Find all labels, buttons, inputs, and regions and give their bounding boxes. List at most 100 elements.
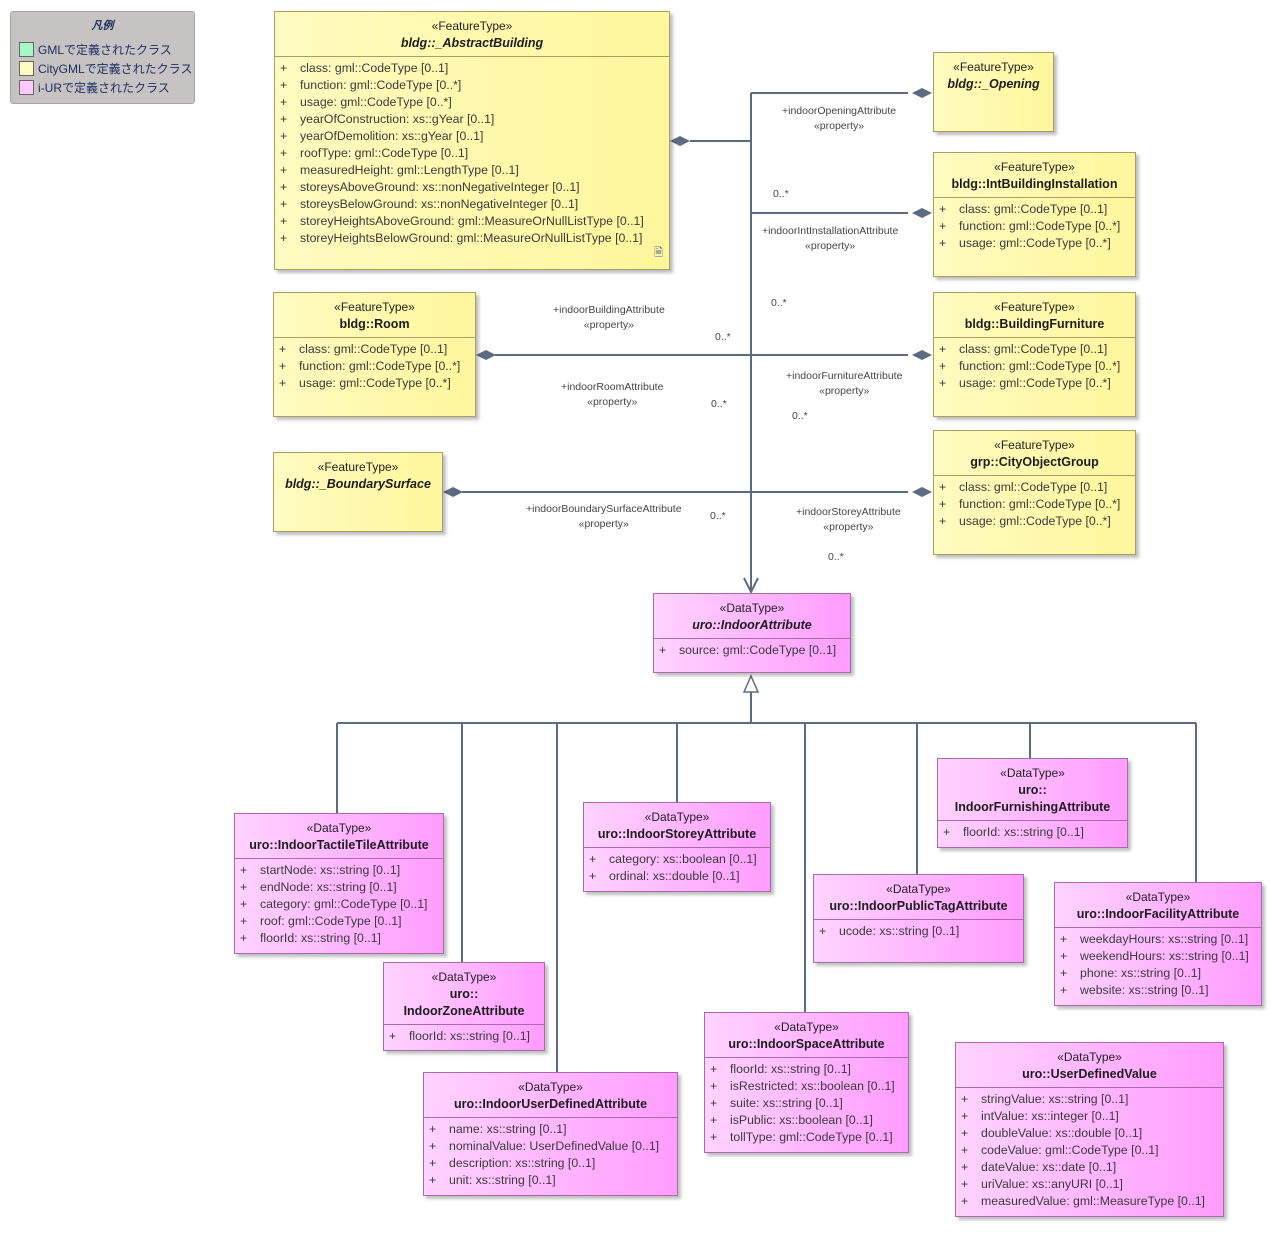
attribute-row: +category: gml::CodeType [0..1] — [239, 896, 439, 913]
attribute-row: +floorId: xs::string [0..1] — [239, 930, 439, 947]
class-indoor-attribute[interactable]: «DataType» uro::IndoorAttribute +source:… — [653, 593, 851, 673]
class-indoor-space-attribute[interactable]: «DataType» uro::IndoorSpaceAttribute +fl… — [704, 1012, 909, 1153]
class-room[interactable]: «FeatureType» bldg::Room +class: gml::Co… — [273, 292, 476, 417]
attribute-row: +yearOfConstruction: xs::gYear [0..1] — [279, 111, 665, 128]
attribute-row: +source: gml::CodeType [0..1] — [658, 642, 846, 659]
class-name: bldg::_AbstractBuilding — [400, 36, 544, 50]
attribute-text: weekendHours: xs::string [0..1] — [1080, 949, 1249, 963]
visibility-marker: + — [280, 180, 288, 194]
composition-diamond — [912, 350, 932, 360]
attribute-row: +class: gml::CodeType [0..1] — [279, 60, 665, 77]
class-boundary-surface[interactable]: «FeatureType» bldg::_BoundarySurface — [273, 452, 443, 532]
visibility-marker: + — [961, 1143, 969, 1157]
attribute-text: function: gml::CodeType [0..*] — [959, 219, 1121, 233]
class-name: uro::IndoorAttribute — [692, 618, 812, 632]
attribute-row: +stringValue: xs::string [0..1] — [960, 1091, 1219, 1108]
class-abstract-building[interactable]: «FeatureType» bldg::_AbstractBuilding +c… — [274, 11, 670, 270]
association-label-furniture: +indoorFurnitureAttribute «property» — [786, 369, 902, 399]
class-name: uro::UserDefinedValue — [1022, 1067, 1157, 1081]
legend-label: CityGMLで定義されたクラス — [38, 62, 193, 76]
class-name: bldg::IntBuildingInstallation — [951, 177, 1118, 191]
visibility-marker: + — [710, 1079, 718, 1093]
attribute-row: +function: gml::CodeType [0..*] — [938, 358, 1131, 375]
attribute-row: +roofType: gml::CodeType [0..1] — [279, 145, 665, 162]
visibility-marker: + — [280, 95, 288, 109]
class-indoor-zone-attribute[interactable]: «DataType» uro:: IndoorZoneAttribute +fl… — [383, 962, 545, 1051]
class-city-object-group[interactable]: «FeatureType» grp::CityObjectGroup +clas… — [933, 430, 1136, 555]
visibility-marker: + — [961, 1160, 969, 1174]
attribute-list: +class: gml::CodeType [0..1]+function: g… — [934, 338, 1135, 392]
attribute-list: +ucode: xs::string [0..1] — [814, 920, 1023, 940]
class-name: uro::IndoorFacilityAttribute — [1076, 907, 1240, 921]
attribute-row: +usage: gml::CodeType [0..*] — [278, 375, 471, 392]
role-name: +indoorOpeningAttribute — [782, 105, 897, 117]
attribute-text: storeyHeightsAboveGround: gml::MeasureOr… — [300, 214, 644, 228]
attribute-row: +storeysBelowGround: xs::nonNegativeInte… — [279, 196, 665, 213]
visibility-marker: + — [710, 1062, 718, 1076]
attribute-text: storeyHeightsBelowGround: gml::MeasureOr… — [300, 231, 643, 245]
attribute-row: +ordinal: xs::double [0..1] — [588, 868, 766, 885]
visibility-marker: + — [659, 643, 667, 657]
attribute-list: +floorId: xs::string [0..1] — [938, 821, 1127, 841]
attribute-row: +category: xs::boolean [0..1] — [588, 851, 766, 868]
visibility-marker: + — [429, 1139, 437, 1153]
class-indoor-facility-attribute[interactable]: «DataType» uro::IndoorFacilityAttribute … — [1054, 882, 1262, 1006]
visibility-marker: + — [961, 1092, 969, 1106]
attribute-list: +class: gml::CodeType [0..1]+function: g… — [275, 57, 669, 247]
legend-swatch-gml — [19, 42, 34, 57]
class-opening[interactable]: «FeatureType» bldg::_Opening — [933, 52, 1054, 132]
class-building-furniture[interactable]: «FeatureType» bldg::BuildingFurniture +c… — [933, 292, 1136, 417]
class-indoor-furnishing-attribute[interactable]: «DataType» uro:: IndoorFurnishingAttribu… — [937, 758, 1128, 848]
class-indoor-tactile-tile-attribute[interactable]: «DataType» uro::IndoorTactileTileAttribu… — [234, 813, 444, 954]
attribute-text: isPublic: xs::boolean [0..1] — [730, 1113, 873, 1127]
class-indoor-public-tag-attribute[interactable]: «DataType» uro::IndoorPublicTagAttribute… — [813, 874, 1024, 963]
visibility-marker: + — [1060, 932, 1068, 946]
attribute-row: +function: gml::CodeType [0..*] — [938, 218, 1131, 235]
attribute-row: +usage: gml::CodeType [0..*] — [938, 235, 1131, 252]
attribute-text: roof: gml::CodeType [0..1] — [260, 914, 402, 928]
attribute-text: name: xs::string [0..1] — [449, 1122, 567, 1136]
attribute-text: codeValue: gml::CodeType [0..1] — [981, 1143, 1159, 1157]
class-indoor-storey-attribute[interactable]: «DataType» uro::IndoorStoreyAttribute +c… — [583, 802, 771, 892]
multiplicity: 0..* — [715, 331, 731, 343]
visibility-marker: + — [589, 869, 597, 883]
legend-label: i-URで定義されたクラス — [38, 81, 170, 95]
multiplicity: 0..* — [828, 551, 844, 563]
class-indoor-user-defined-attribute[interactable]: «DataType» uro::IndoorUserDefinedAttribu… — [423, 1072, 678, 1196]
visibility-marker: + — [1060, 983, 1068, 997]
stereotype: «DataType» — [644, 810, 710, 824]
class-name-line2: IndoorFurnishingAttribute — [954, 800, 1111, 814]
visibility-marker: + — [710, 1096, 718, 1110]
attribute-row: +function: gml::CodeType [0..*] — [938, 496, 1131, 513]
attribute-row: + unit: xs::string [0..1] — [428, 1172, 673, 1189]
note-icon: 🗎 — [654, 247, 663, 259]
stereotype: «DataType» — [518, 1080, 583, 1094]
visibility-marker: + — [961, 1194, 969, 1208]
attribute-text: usage: gml::CodeType [0..*] — [300, 95, 452, 109]
visibility-marker: + — [961, 1109, 969, 1123]
composition-diamond — [443, 487, 463, 497]
class-int-building-installation[interactable]: «FeatureType» bldg::IntBuildingInstallat… — [933, 152, 1136, 277]
visibility-marker: + — [819, 924, 827, 938]
attribute-text: usage: gml::CodeType [0..*] — [959, 236, 1111, 250]
role-stereotype: «property» — [805, 240, 856, 252]
class-user-defined-value[interactable]: «DataType» uro::UserDefinedValue +string… — [955, 1042, 1224, 1217]
attribute-text: function: gml::CodeType [0..*] — [959, 497, 1121, 511]
attribute-text: class: gml::CodeType [0..1] — [959, 342, 1108, 356]
attribute-row: +phone: xs::string [0..1] — [1059, 965, 1257, 982]
attribute-text: website: xs::string [0..1] — [1080, 983, 1209, 997]
attribute-list: +weekdayHours: xs::string [0..1]+weekend… — [1055, 928, 1261, 999]
multiplicity: 0..* — [773, 188, 789, 200]
attribute-text: storeysBelowGround: xs::nonNegativeInteg… — [300, 197, 579, 211]
attribute-row: +endNode: xs::string [0..1] — [239, 879, 439, 896]
visibility-marker: + — [710, 1130, 718, 1144]
attribute-text: unit: xs::string [0..1] — [449, 1173, 556, 1187]
attribute-text: usage: gml::CodeType [0..*] — [959, 376, 1111, 390]
stereotype: «DataType» — [1000, 766, 1065, 780]
visibility-marker: + — [429, 1173, 437, 1187]
association-label-boundary: +indoorBoundarySurfaceAttribute «propert… — [526, 502, 682, 532]
visibility-marker: + — [240, 863, 248, 877]
class-name: uro::IndoorSpaceAttribute — [728, 1037, 885, 1051]
attribute-row: + codeValue: gml::CodeType [0..1] — [960, 1142, 1219, 1159]
